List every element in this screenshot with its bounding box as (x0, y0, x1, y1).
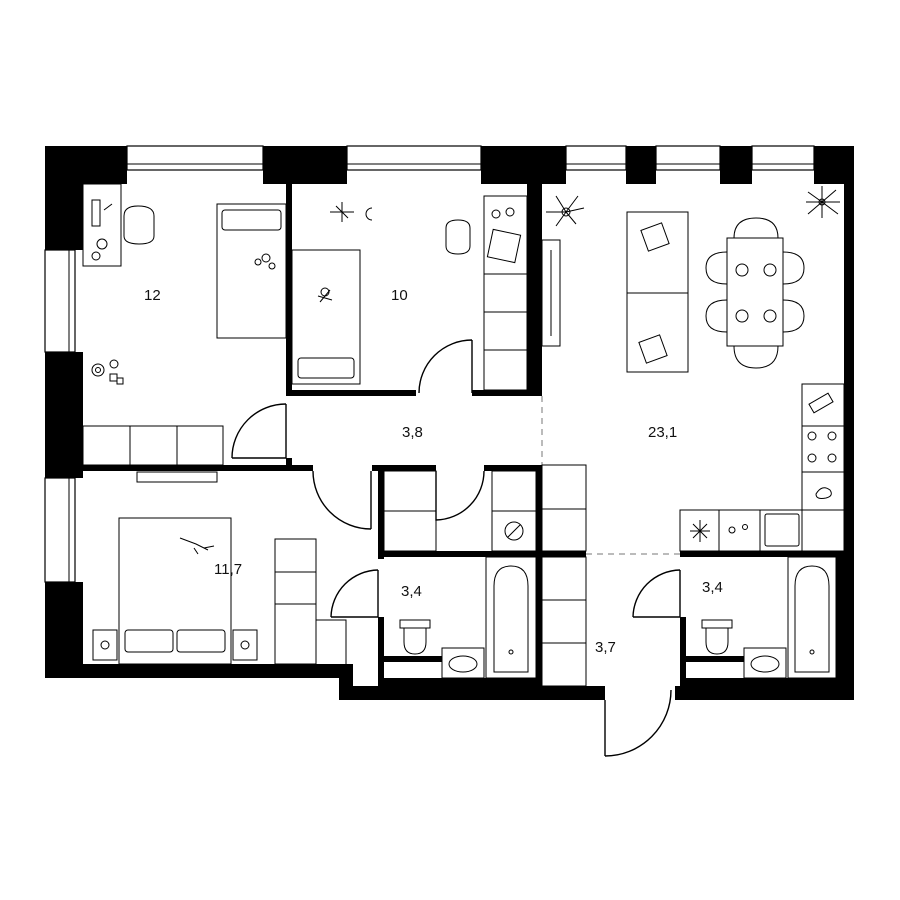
bathtub (787, 556, 837, 679)
windows (44, 145, 815, 583)
nightstand (92, 629, 118, 661)
room-area-bedroom-1: 12 (144, 287, 161, 304)
wardrobe (82, 425, 224, 466)
wardrobe (274, 538, 317, 665)
bed (216, 203, 287, 339)
moon-icon (365, 207, 373, 221)
bathroom-1-fixtures (383, 464, 587, 687)
sink (441, 647, 485, 679)
toy-icon (254, 253, 276, 270)
dining-table (726, 237, 784, 347)
sofa (626, 211, 689, 373)
room-area-living-kitchen: 23,1 (648, 424, 677, 441)
kids-room-furniture (291, 195, 528, 391)
bedroom-2-furniture (92, 471, 347, 665)
kids-bed (291, 249, 361, 385)
desk (82, 183, 122, 267)
shelf (541, 556, 587, 687)
exterior-walls (45, 146, 854, 700)
toy-icon (91, 359, 124, 385)
sink (743, 647, 787, 679)
room-area-bathroom-1: 3,4 (401, 583, 422, 600)
chair (123, 205, 155, 245)
living-kitchen-furniture (541, 186, 845, 553)
bathtub (485, 556, 537, 679)
nightstand (232, 629, 258, 661)
shelf (541, 464, 587, 552)
interior-walls (83, 184, 844, 686)
toy-icon (179, 537, 215, 555)
double-bed (118, 517, 232, 665)
bathroom-2-fixtures (701, 556, 837, 679)
toy-icon (317, 287, 333, 303)
room-area-hallway: 3,8 (402, 424, 423, 441)
room-area-bedroom-2: 11,7 (214, 561, 242, 578)
snowflake-icon (690, 520, 710, 542)
kitchen-counter (801, 383, 845, 553)
tv (136, 471, 218, 483)
room-area-kids-room: 10 (391, 287, 408, 304)
bedroom-1-furniture (82, 183, 287, 466)
plant-icon (546, 195, 585, 227)
plant-icon (806, 186, 840, 218)
kitchen-counter (679, 509, 845, 552)
toy-icon (330, 202, 354, 222)
tv-unit (541, 239, 561, 347)
desk (483, 195, 528, 391)
room-labels: 12 10 3,8 23,1 11,7 3,4 3,4 3,7 (144, 287, 723, 656)
room-area-entrance-hall: 3,7 (595, 639, 616, 656)
chair (445, 219, 471, 255)
doors (231, 339, 681, 757)
room-area-bathroom-2: 3,4 (702, 579, 723, 596)
